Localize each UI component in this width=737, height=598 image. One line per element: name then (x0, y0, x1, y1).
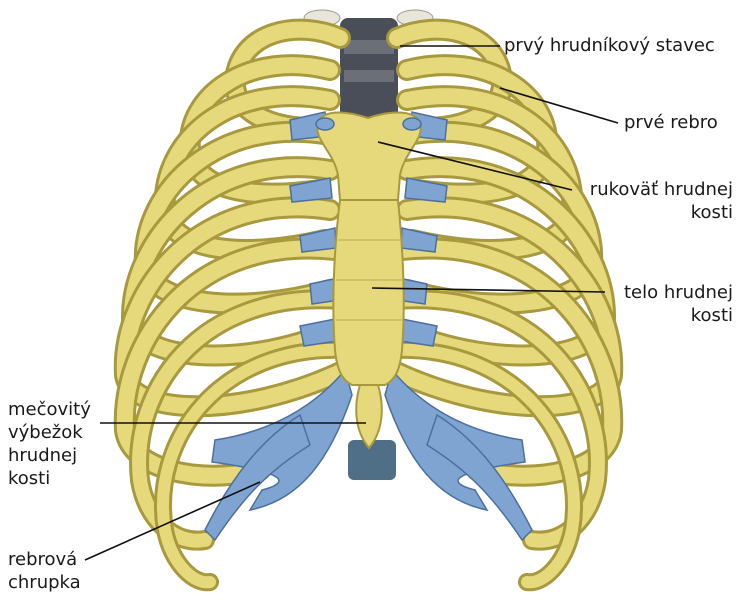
label-costal-cartilage-line1: rebrová (8, 548, 81, 571)
label-sternum-body-line1: telo hrudnej (624, 281, 733, 304)
label-sternum-body: telo hrudnej kosti (624, 281, 733, 327)
label-xiphoid-line2: výbežok (8, 421, 91, 444)
label-xiphoid-line1: mečovitý (8, 398, 91, 421)
label-first-rib: prvé rebro (624, 111, 718, 134)
label-xiphoid-line3: hrudnej (8, 444, 91, 467)
label-xiphoid: mečovitý výbežok hrudnej kosti (8, 398, 91, 490)
label-manubrium: rukoväť hrudnej kosti (590, 178, 733, 224)
label-costal-cartilage-line2: chrupka (8, 571, 81, 594)
label-first-thoracic-vertebra: prvý hrudníkový stavec (504, 34, 715, 57)
label-costal-cartilage: rebrová chrupka (8, 548, 81, 594)
label-xiphoid-line4: kosti (8, 467, 91, 490)
label-manubrium-line1: rukoväť hrudnej (590, 178, 733, 201)
label-sternum-body-line2: kosti (624, 304, 733, 327)
label-manubrium-line2: kosti (590, 201, 733, 224)
